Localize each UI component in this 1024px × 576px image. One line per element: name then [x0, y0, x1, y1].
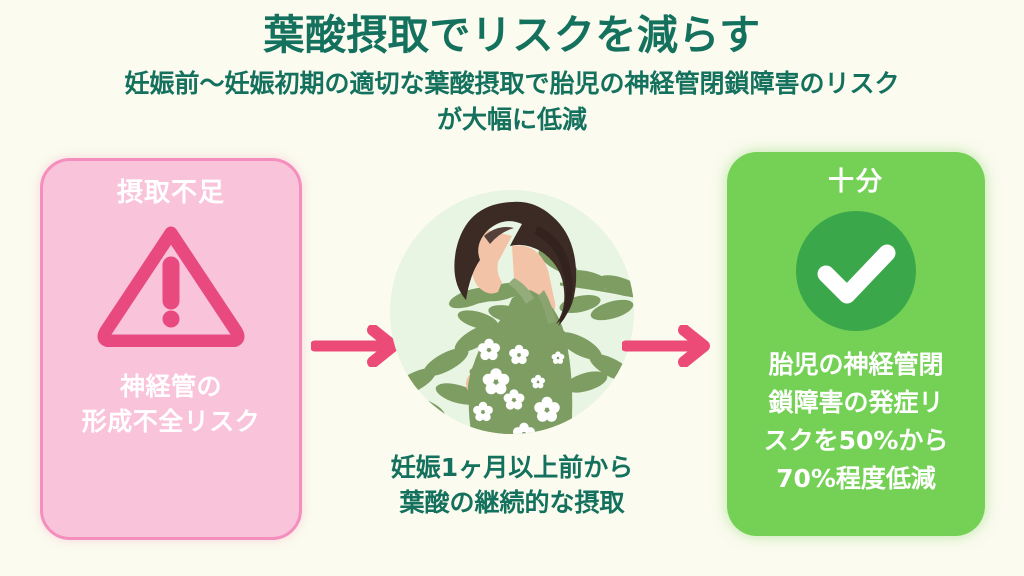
card-deficiency[interactable]: 摂取不足 神経管の 形成不全リスク — [40, 158, 302, 540]
arrow-right-icon-right — [620, 324, 714, 371]
center-caption-line-2: 葉酸の継続的な摂取 — [399, 488, 625, 517]
card-sufficiency-body-line-4: 70%程度低減 — [776, 464, 936, 493]
card-deficiency-heading: 摂取不足 — [116, 178, 225, 208]
check-circle-icon — [793, 208, 919, 334]
card-sufficiency-body: 胎児の神経管閉 鎖障害の発症リ スクを50%から 70%程度低減 — [764, 346, 949, 498]
warning-triangle-icon — [96, 219, 246, 348]
header: 葉酸摂取でリスクを減らす 妊娠前〜妊娠初期の適切な葉酸摂取で胎児の神経管閉鎖障害… — [0, 0, 1024, 138]
page-title: 葉酸摂取でリスクを減らす — [263, 11, 761, 59]
card-deficiency-body: 神経管の 形成不全リスク — [82, 369, 261, 439]
center-caption: 妊娠1ヶ月以上前から 葉酸の継続的な摂取 — [362, 450, 662, 520]
subtitle-line-2: が大幅に低減 — [436, 105, 587, 134]
center-caption-line-1: 妊娠1ヶ月以上前から — [390, 453, 634, 482]
card-sufficiency-body-line-3: スクを50%から — [763, 426, 949, 455]
center-block: 妊娠1ヶ月以上前から 葉酸の継続的な摂取 — [362, 186, 662, 520]
card-sufficiency-body-line-1: 胎児の神経管閉 — [768, 350, 944, 379]
card-sufficiency-body-line-2: 鎖障害の発症リ — [768, 388, 944, 417]
pregnant-woman-illustration — [362, 186, 662, 448]
page-subtitle: 妊娠前〜妊娠初期の適切な葉酸摂取で胎児の神経管閉鎖障害のリスク が大幅に低減 — [37, 60, 987, 138]
subtitle-line-1: 妊娠前〜妊娠初期の適切な葉酸摂取で胎児の神経管閉鎖障害のリスク — [124, 69, 900, 98]
arrow-right-icon-left — [309, 324, 403, 371]
card-deficiency-body-line-1: 神経管の — [119, 372, 222, 401]
card-sufficiency[interactable]: 十分 胎児の神経管閉 鎖障害の発症リ スクを50%から 70%程度低減 — [727, 152, 985, 536]
card-sufficiency-heading: 十分 — [827, 167, 884, 197]
card-deficiency-body-line-2: 形成不全リスク — [81, 407, 261, 436]
